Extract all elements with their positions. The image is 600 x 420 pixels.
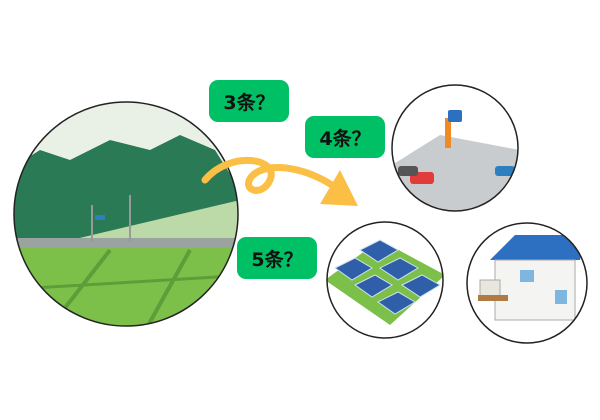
parking-frame — [391, 84, 519, 212]
parking-scene — [392, 85, 518, 211]
solar-frame — [326, 221, 444, 339]
label-article-5: 5条？ — [237, 237, 317, 279]
arrow — [201, 156, 352, 202]
farmland-frame — [13, 101, 239, 327]
house-scene — [467, 223, 587, 343]
solar-scene — [327, 222, 443, 338]
house-frame — [466, 222, 588, 344]
label-article-3: 3条？ — [209, 80, 289, 122]
arrow-head — [320, 170, 358, 206]
farmland-scene — [14, 102, 238, 326]
label-article-4: 4条？ — [305, 116, 385, 158]
